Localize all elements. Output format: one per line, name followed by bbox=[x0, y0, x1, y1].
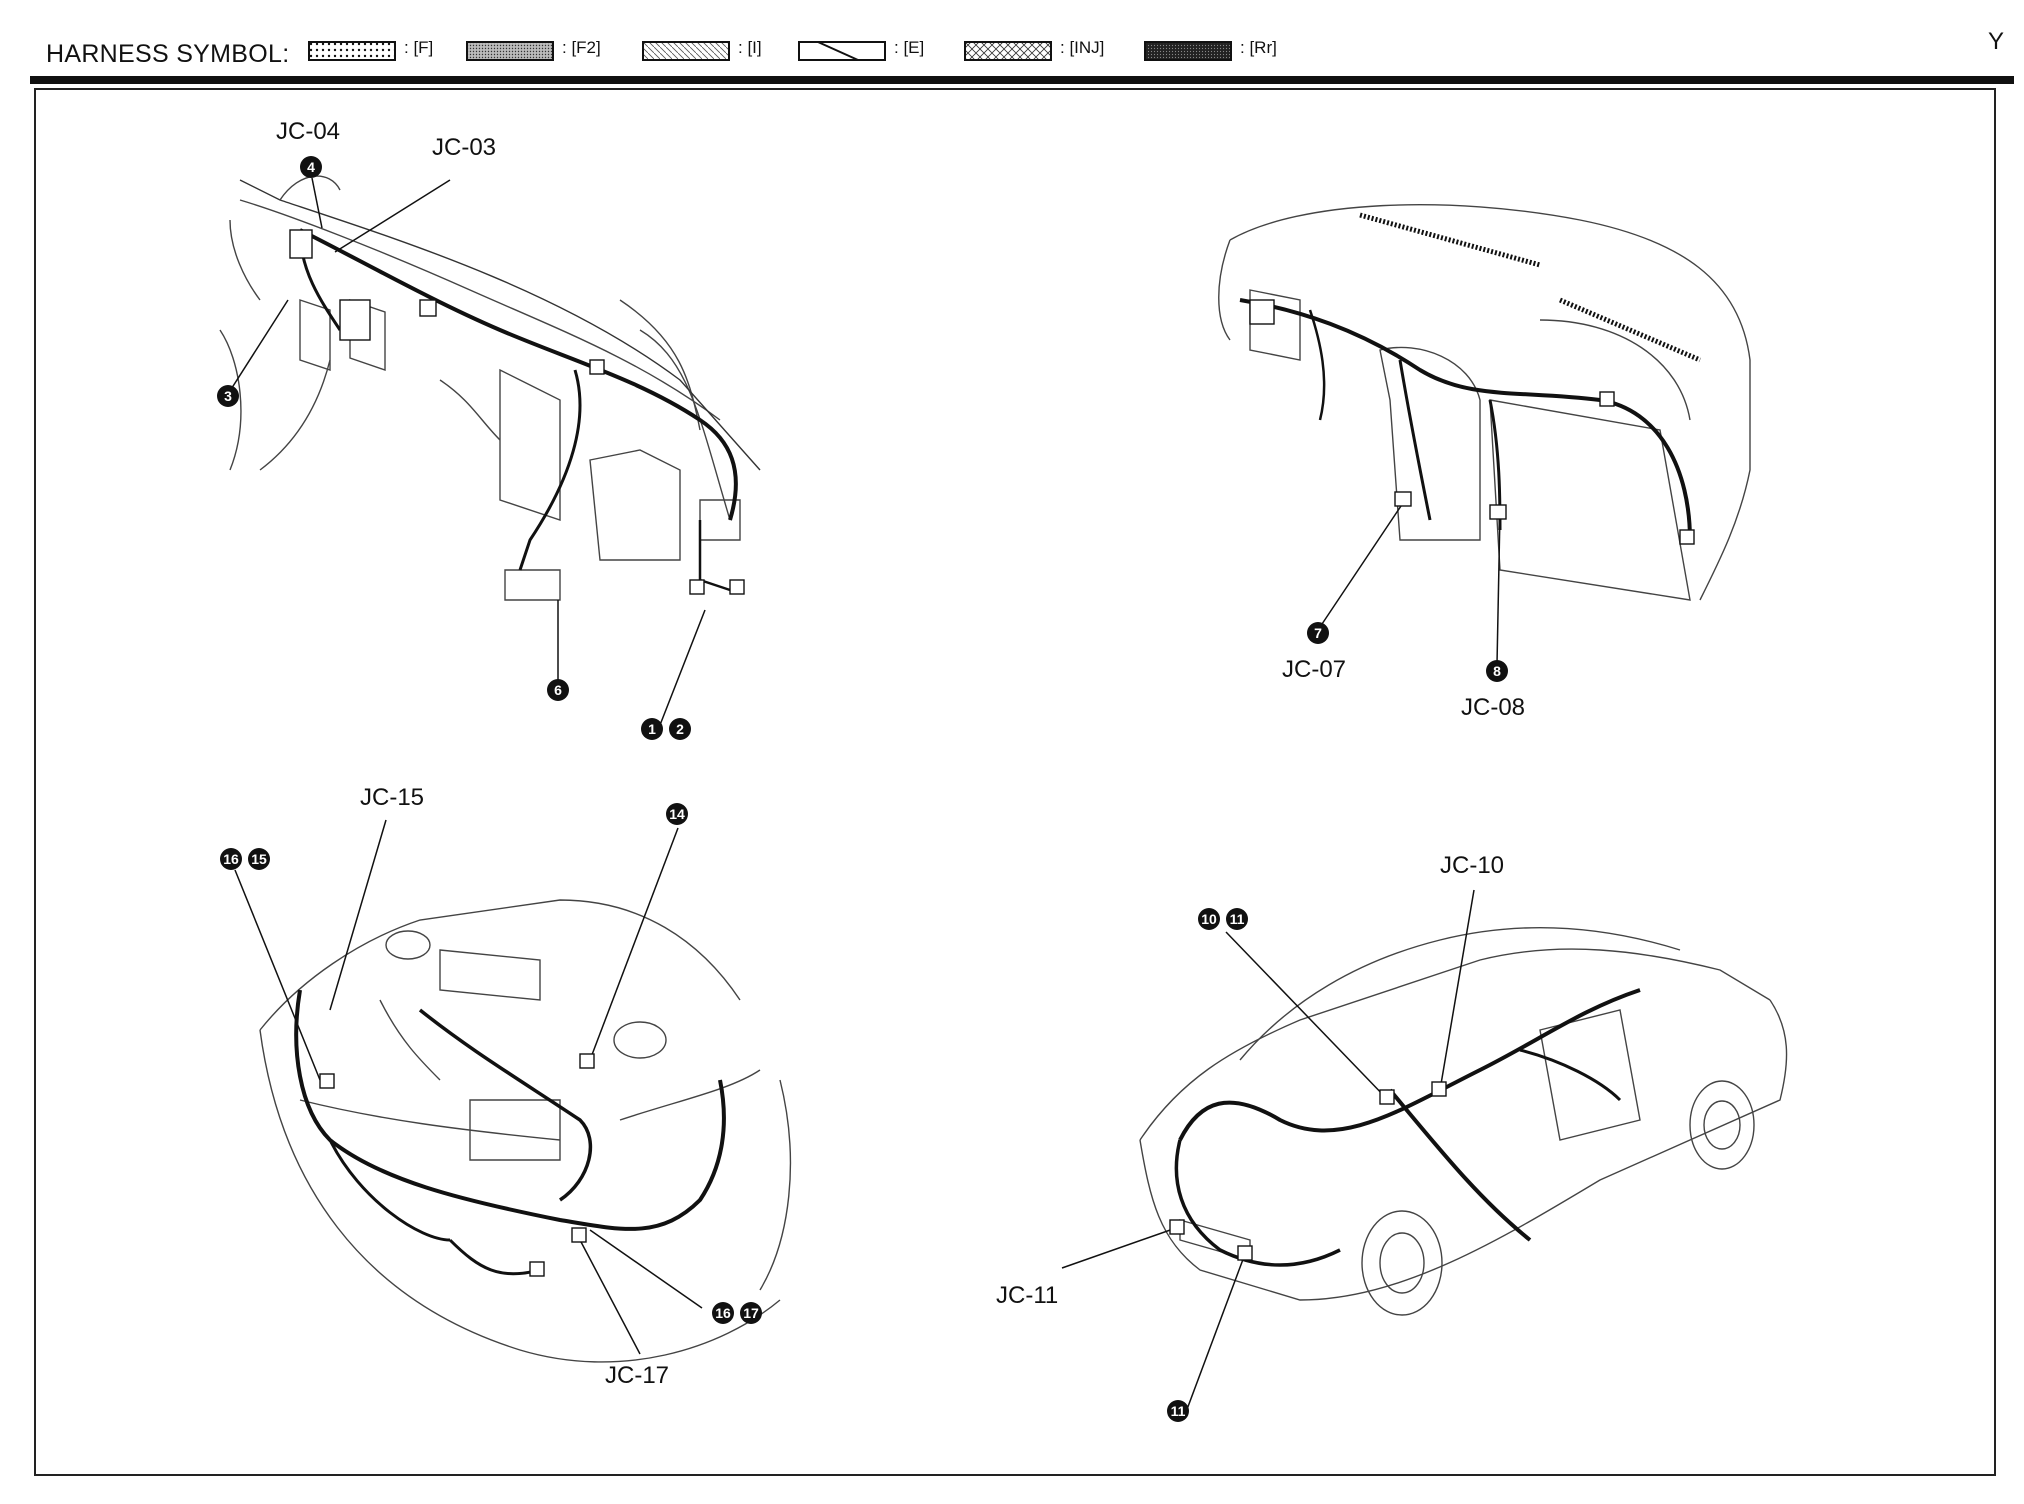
marker-10: 10 bbox=[1198, 908, 1220, 930]
page-letter: Y bbox=[1987, 28, 2004, 55]
symbol-code: : [INJ] bbox=[1060, 38, 1105, 57]
symbol-code: : [F] bbox=[404, 38, 434, 57]
symbol-code: : [E] bbox=[894, 38, 925, 57]
marker-8: 8 bbox=[1486, 660, 1508, 682]
marker-6: 6 bbox=[547, 679, 569, 701]
marker-3: 3 bbox=[217, 385, 239, 407]
marker-17: 17 bbox=[740, 1302, 762, 1324]
connector-label-jc10: JC-10 bbox=[1440, 852, 1505, 879]
marker-11: 11 bbox=[1226, 908, 1248, 930]
symbol-e: : [E] bbox=[798, 38, 938, 64]
connector-label-jc03: JC-03 bbox=[432, 134, 497, 161]
symbol-code: : [I] bbox=[738, 38, 762, 57]
symbol-f2: : [F2] bbox=[466, 38, 616, 64]
symbol-inj: : [INJ] bbox=[964, 38, 1124, 64]
pattern-dots-swatch bbox=[308, 41, 396, 61]
symbol-f: : [F] bbox=[308, 38, 448, 64]
marker-11-lower: 11 bbox=[1167, 1400, 1189, 1422]
connector-label-jc17: JC-17 bbox=[605, 1362, 670, 1389]
dashboard-left-view bbox=[219, 175, 761, 726]
connector-label-jc07: JC-07 bbox=[1282, 656, 1347, 683]
car-rear-view bbox=[1061, 889, 1788, 1413]
symbol-rr: : [Rr] bbox=[1144, 38, 1294, 64]
connector-label-jc11: JC-11 bbox=[996, 1282, 1059, 1309]
symbol-i: : [I] bbox=[642, 38, 782, 64]
marker-2: 2 bbox=[669, 718, 691, 740]
marker-7: 7 bbox=[1307, 622, 1329, 644]
marker-16-lower: 16 bbox=[712, 1302, 734, 1324]
symbol-code: : [F2] bbox=[562, 38, 601, 57]
symbol-code: : [Rr] bbox=[1240, 38, 1277, 57]
pattern-dense-dots-swatch bbox=[1144, 41, 1232, 61]
marker-14: 14 bbox=[666, 803, 688, 825]
marker-16: 16 bbox=[220, 848, 242, 870]
pattern-fine-dots-swatch bbox=[466, 41, 554, 61]
pattern-diagonal-swatch bbox=[798, 41, 886, 61]
harness-symbol-legend: HARNESS SYMBOL: : [F] : [F2] : [I] : [E]… bbox=[0, 0, 2024, 82]
connector-label-jc08: JC-08 bbox=[1461, 694, 1526, 721]
pattern-light-hatch-swatch bbox=[642, 41, 730, 61]
diagram-frame bbox=[34, 88, 1996, 1476]
pattern-cross-hatch-swatch bbox=[964, 41, 1052, 61]
marker-15: 15 bbox=[248, 848, 270, 870]
engine-bay-view bbox=[234, 819, 792, 1363]
marker-1: 1 bbox=[641, 718, 663, 740]
marker-4: 4 bbox=[300, 156, 322, 178]
connector-label-jc15: JC-15 bbox=[360, 784, 425, 811]
dashboard-right-view bbox=[1218, 204, 1751, 665]
header-rule bbox=[30, 76, 2014, 84]
connector-label-jc04: JC-04 bbox=[276, 118, 341, 145]
harness-symbol-title: HARNESS SYMBOL: bbox=[46, 40, 290, 68]
